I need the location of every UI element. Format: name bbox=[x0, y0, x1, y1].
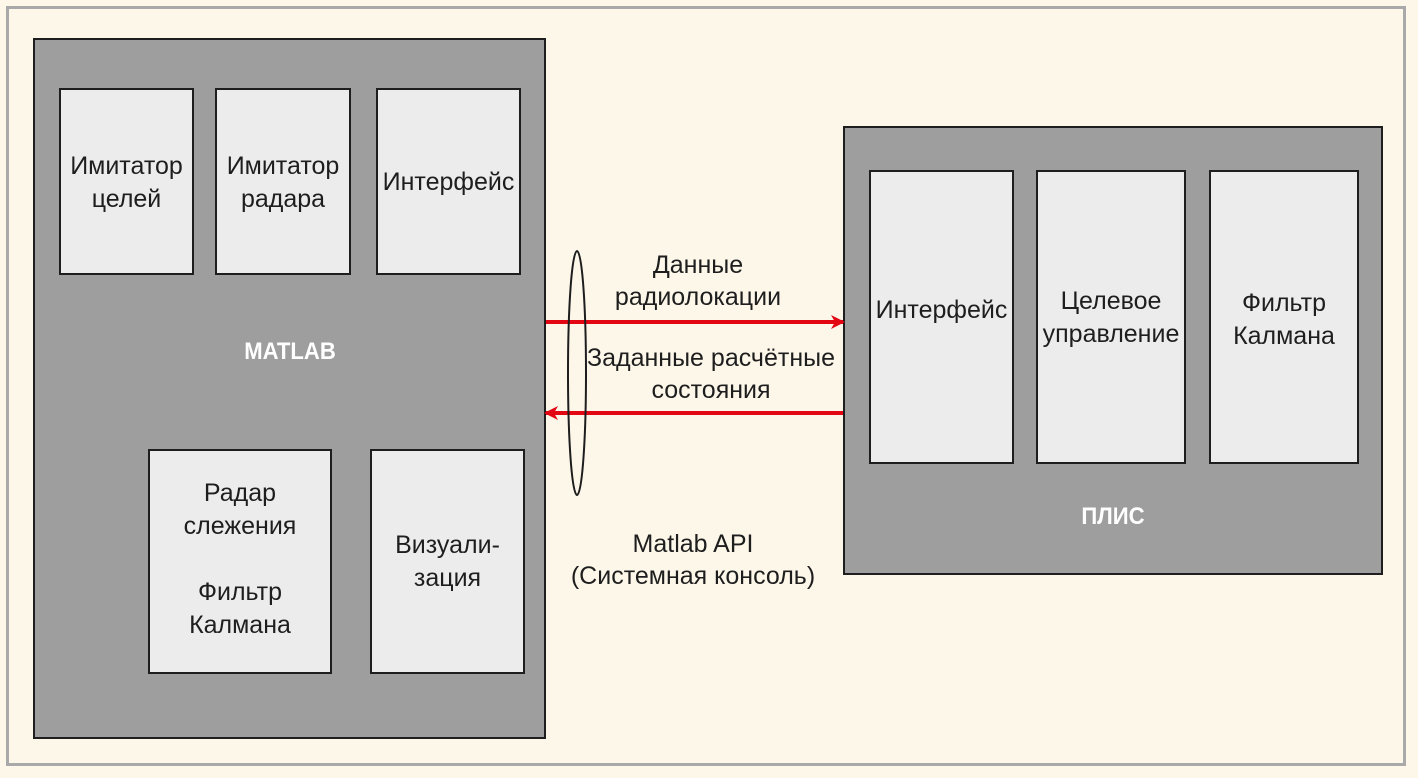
api-label: Matlab API (Системная консоль) bbox=[570, 530, 816, 590]
target-simulator-block: Имитатор целей bbox=[59, 88, 194, 275]
visualization-block: Визуали- зация bbox=[370, 449, 525, 674]
radar-data-label: Данные радиолокации bbox=[614, 251, 782, 311]
target-control-label: Целевое управление bbox=[1042, 287, 1180, 348]
kalman-filter-block: Фильтр Калмана bbox=[1209, 170, 1359, 464]
fpga-interface-label: Интерфейс bbox=[875, 296, 1008, 324]
radar-simulator-label: Имитатор радара bbox=[226, 152, 340, 213]
radar-simulator-block: Имитатор радара bbox=[215, 88, 351, 275]
fpga-title: ПЛИС bbox=[1081, 503, 1145, 530]
computed-states-label: Заданные расчётные состояния bbox=[586, 344, 835, 404]
fpga-interface-block: Интерфейс bbox=[869, 170, 1014, 464]
visualization-label: Визуали- зация bbox=[395, 530, 500, 592]
tracking-radar-block: Радар слежения Фильтр Калмана bbox=[148, 449, 332, 674]
kalman-filter-label: Фильтр Калмана bbox=[1233, 289, 1335, 350]
api-bus-ellipse bbox=[567, 250, 587, 496]
matlab-interface-label: Интерфейс bbox=[382, 168, 515, 196]
target-control-block: Целевое управление bbox=[1036, 170, 1186, 464]
matlab-title: MATLAB bbox=[244, 338, 336, 365]
tracking-radar-label: Радар слежения Фильтр Калмана bbox=[183, 479, 297, 639]
matlab-interface-block: Интерфейс bbox=[376, 88, 521, 275]
target-simulator-label: Имитатор целей bbox=[70, 152, 183, 213]
